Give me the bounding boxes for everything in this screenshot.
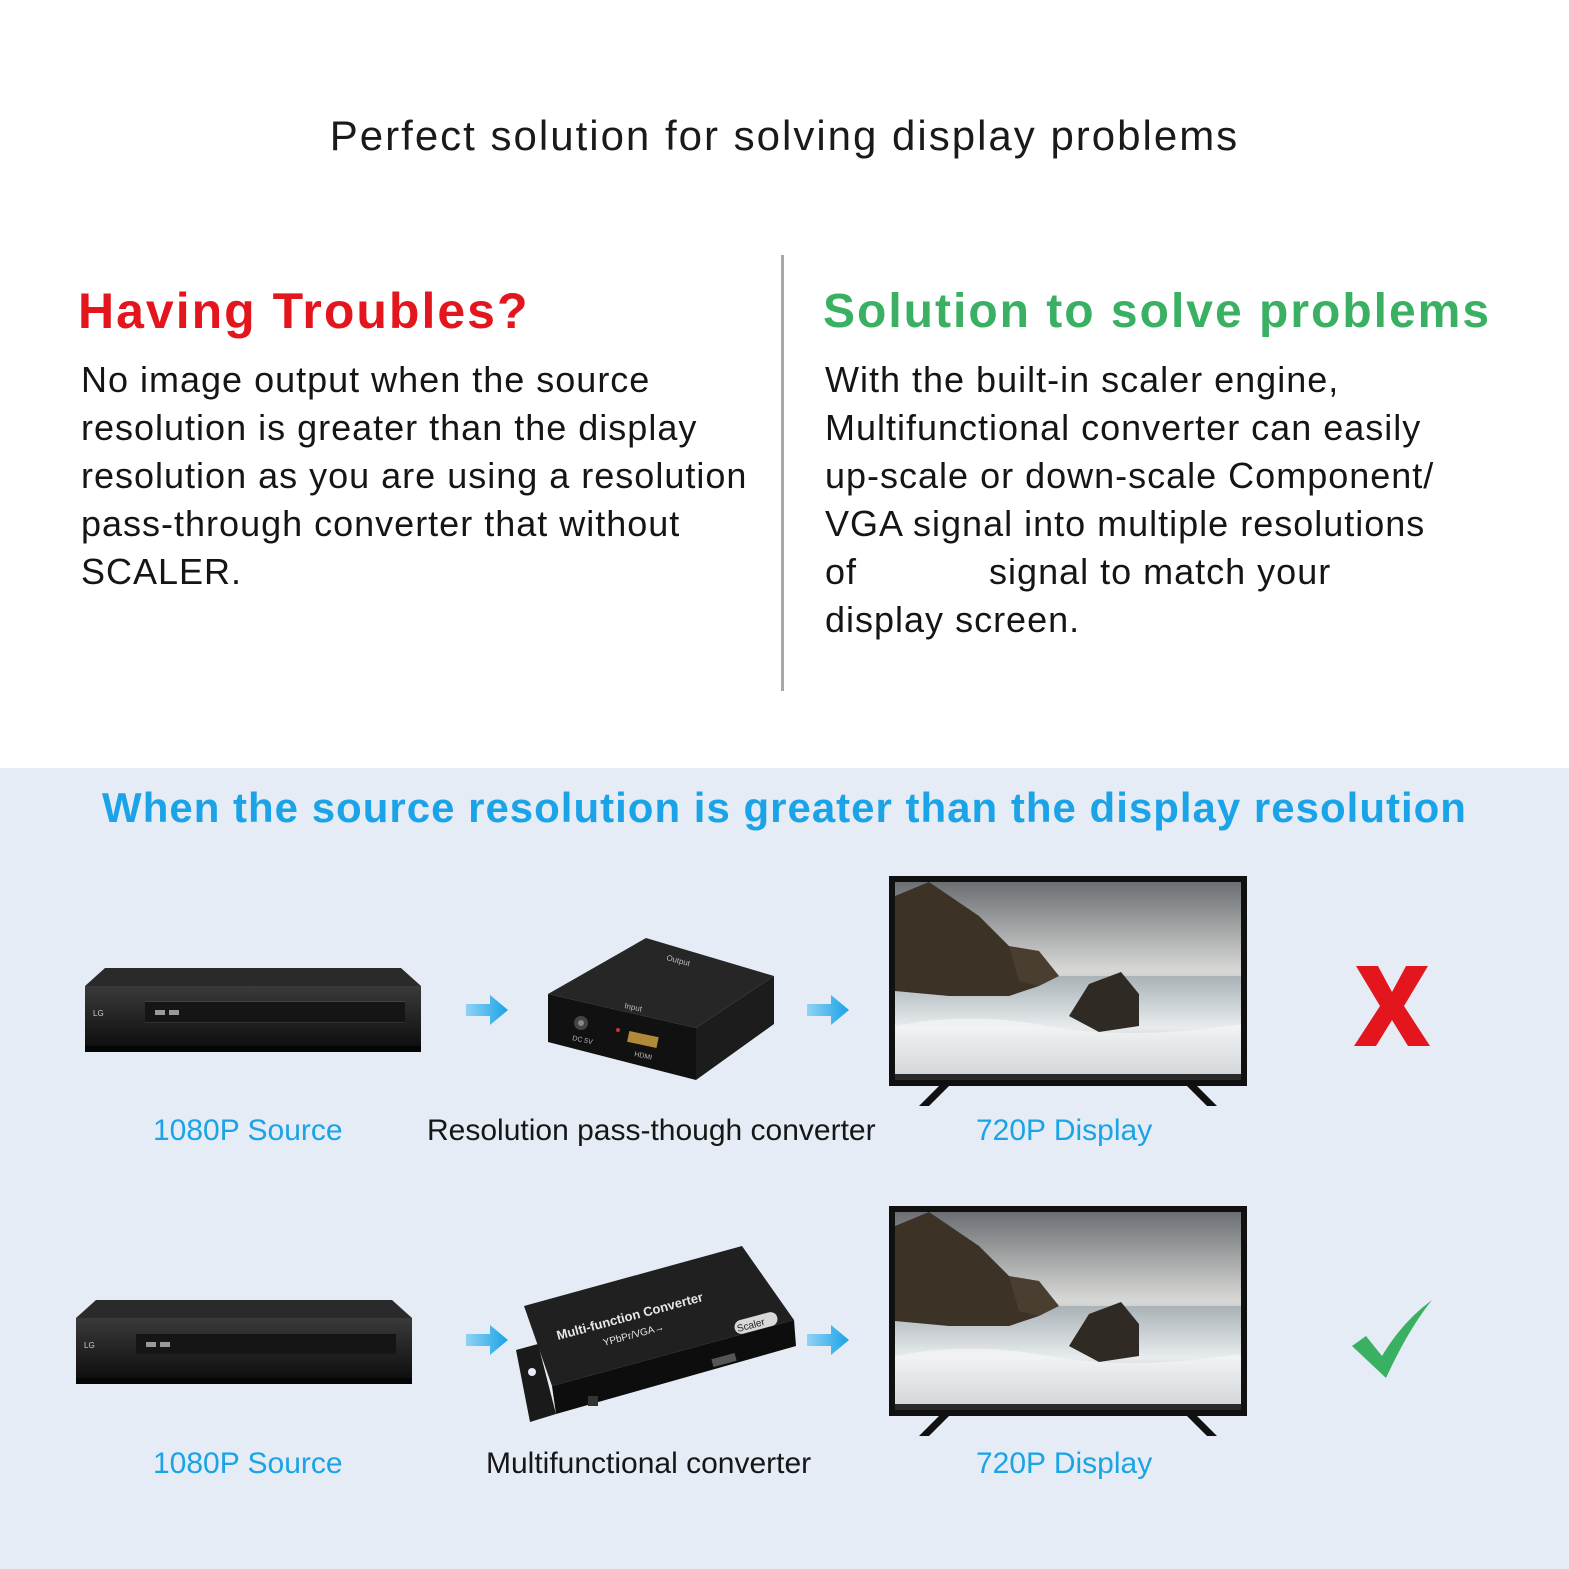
- problem-description: No image output when the source resoluti…: [81, 356, 747, 596]
- problem-line: No image output when the source: [81, 359, 651, 400]
- problem-line: resolution as you are using a resolution: [81, 455, 748, 496]
- box-front-label: Input: [624, 1001, 644, 1014]
- converter-label: Resolution pass-though converter: [427, 1114, 876, 1147]
- column-divider: [781, 255, 784, 691]
- display-label: 720P Display: [976, 1114, 1153, 1147]
- problem-title: Having Troubles?: [78, 283, 530, 339]
- passthrough-converter-icon: Output Input DC 5V HDMI: [548, 938, 774, 1080]
- solution-title: Solution to solve problems: [823, 285, 1492, 338]
- solution-line: Multifunctional converter can easily: [825, 407, 1422, 448]
- hdmi-port-label: HDMI: [634, 1051, 653, 1062]
- solution-line: VGA signal into multiple resolutions: [825, 503, 1426, 544]
- problem-line: resolution is greater than the display: [81, 407, 698, 448]
- arrow-right-icon: [807, 995, 849, 1025]
- fail-cross-icon: [1354, 966, 1430, 1046]
- problem-line: pass-through converter that without: [81, 503, 681, 544]
- solution-line: up-scale or down-scale Component/: [825, 455, 1435, 496]
- brand-text: LG: [84, 1341, 95, 1350]
- source-player-icon: LG: [85, 968, 421, 1052]
- solution-line: of signal to match your: [825, 551, 1332, 592]
- source-label: 1080P Source: [153, 1114, 343, 1147]
- source-player-icon: LG: [76, 1300, 412, 1384]
- arrow-right-icon: [466, 995, 508, 1025]
- arrow-right-icon: [466, 1325, 508, 1355]
- scaler-converter-icon: Multi-function Converter YPbPr/VGA→ Scal…: [516, 1246, 796, 1422]
- solution-description: With the built-in scaler engine, Multifu…: [825, 356, 1434, 644]
- solution-line: display screen.: [825, 599, 1081, 640]
- comparison-panel: [0, 768, 1569, 1569]
- display-label: 720P Display: [976, 1447, 1153, 1480]
- pass-check-icon: [1352, 1300, 1432, 1378]
- brand-text: LG: [93, 1009, 104, 1018]
- comparison-heading: When the source resolution is greater th…: [102, 784, 1467, 831]
- page-headline: Perfect solution for solving display pro…: [329, 112, 1240, 159]
- display-tv-icon: [889, 876, 1247, 1106]
- source-label: 1080P Source: [153, 1447, 343, 1480]
- converter-label: Multifunctional converter: [486, 1447, 812, 1480]
- display-tv-icon: [889, 1206, 1247, 1436]
- solution-line: With the built-in scaler engine,: [825, 359, 1340, 400]
- problem-line: SCALER.: [81, 551, 243, 592]
- arrow-right-icon: [807, 1325, 849, 1355]
- power-port-label: DC 5V: [572, 1035, 594, 1046]
